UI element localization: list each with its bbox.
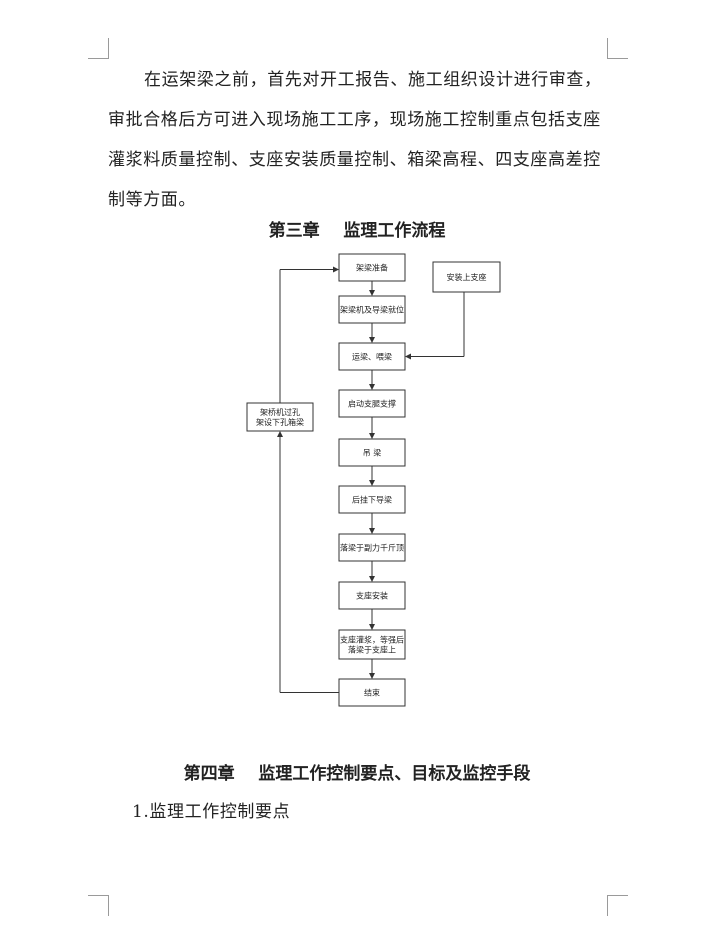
section-1-title: 1.监理工作控制要点: [132, 802, 291, 822]
flow-step: [338, 629, 406, 660]
page-corner-mark-bottom-right: [607, 895, 628, 916]
page-corner-mark-top-left: [88, 38, 109, 59]
arrow-head: [369, 624, 375, 630]
flow-step-label: 结束: [364, 688, 380, 698]
intro-line: 审批合格后方可进入现场施工工序，现场施工控制重点包括支座: [108, 110, 601, 130]
flow-step: [338, 295, 406, 324]
arrow-head: [369, 673, 375, 679]
arrow-head: [369, 528, 375, 534]
page-corner-mark-bottom-left: [88, 895, 109, 916]
flow-step-label: 架梁准备: [356, 263, 388, 273]
flow-step: [338, 389, 406, 418]
flow-step: [338, 253, 406, 282]
flow-step-label: 启动支腿支撑: [348, 399, 396, 409]
page-corner-mark-top-right: [607, 38, 628, 59]
flow-step-label: 后挂下导梁: [352, 495, 392, 505]
intro-line: 灌浆料质量控制、支座安装质量控制、箱梁高程、四支座高差控: [108, 150, 601, 170]
arrow-head: [369, 576, 375, 582]
arrow-head: [333, 266, 339, 273]
chapter-4-heading: 第四章 监理工作控制要点、目标及监控手段: [183, 764, 531, 784]
arrow-head: [369, 337, 375, 343]
flow-step-label: 吊 梁: [363, 449, 382, 458]
intro-paragraph: 在运架梁之前，首先对开工报告、施工组织设计进行审查， 审批合格后方可进入现场施工…: [108, 60, 608, 220]
flow-step: [338, 533, 406, 562]
flow-step: [338, 438, 406, 467]
flow-step-label: 运梁、喂梁: [352, 353, 392, 362]
flow-step-label: 落梁于副力千斤顶: [340, 543, 404, 553]
flow-loop-box-label: 架设下孔箱梁: [256, 417, 304, 427]
arrow-head: [277, 431, 283, 437]
flow-loop-box-label: 架桥机过孔: [260, 407, 300, 417]
flow-step-label: 支座安装: [356, 591, 388, 601]
arrow-head: [369, 480, 375, 486]
arrow-head: [369, 433, 375, 439]
flow-step-label: 架梁机及导梁就位: [340, 305, 404, 315]
flow-step-label: 落梁于支座上: [348, 645, 396, 655]
flow-side-input-label: 安装上支座: [447, 272, 487, 282]
intro-line: 制等方面。: [108, 190, 196, 210]
flow-step-label: 支座灌浆，等强后: [340, 635, 404, 645]
flow-step: [338, 485, 406, 514]
flow-side-input: [432, 261, 501, 293]
arrow-head: [369, 290, 375, 296]
arrow-head: [405, 353, 411, 360]
arrow-head: [369, 384, 375, 390]
intro-line: 在运架梁之前，首先对开工报告、施工组织设计进行审查，: [144, 70, 602, 90]
chapter-3-heading: 第三章 监理工作流程: [268, 221, 446, 241]
